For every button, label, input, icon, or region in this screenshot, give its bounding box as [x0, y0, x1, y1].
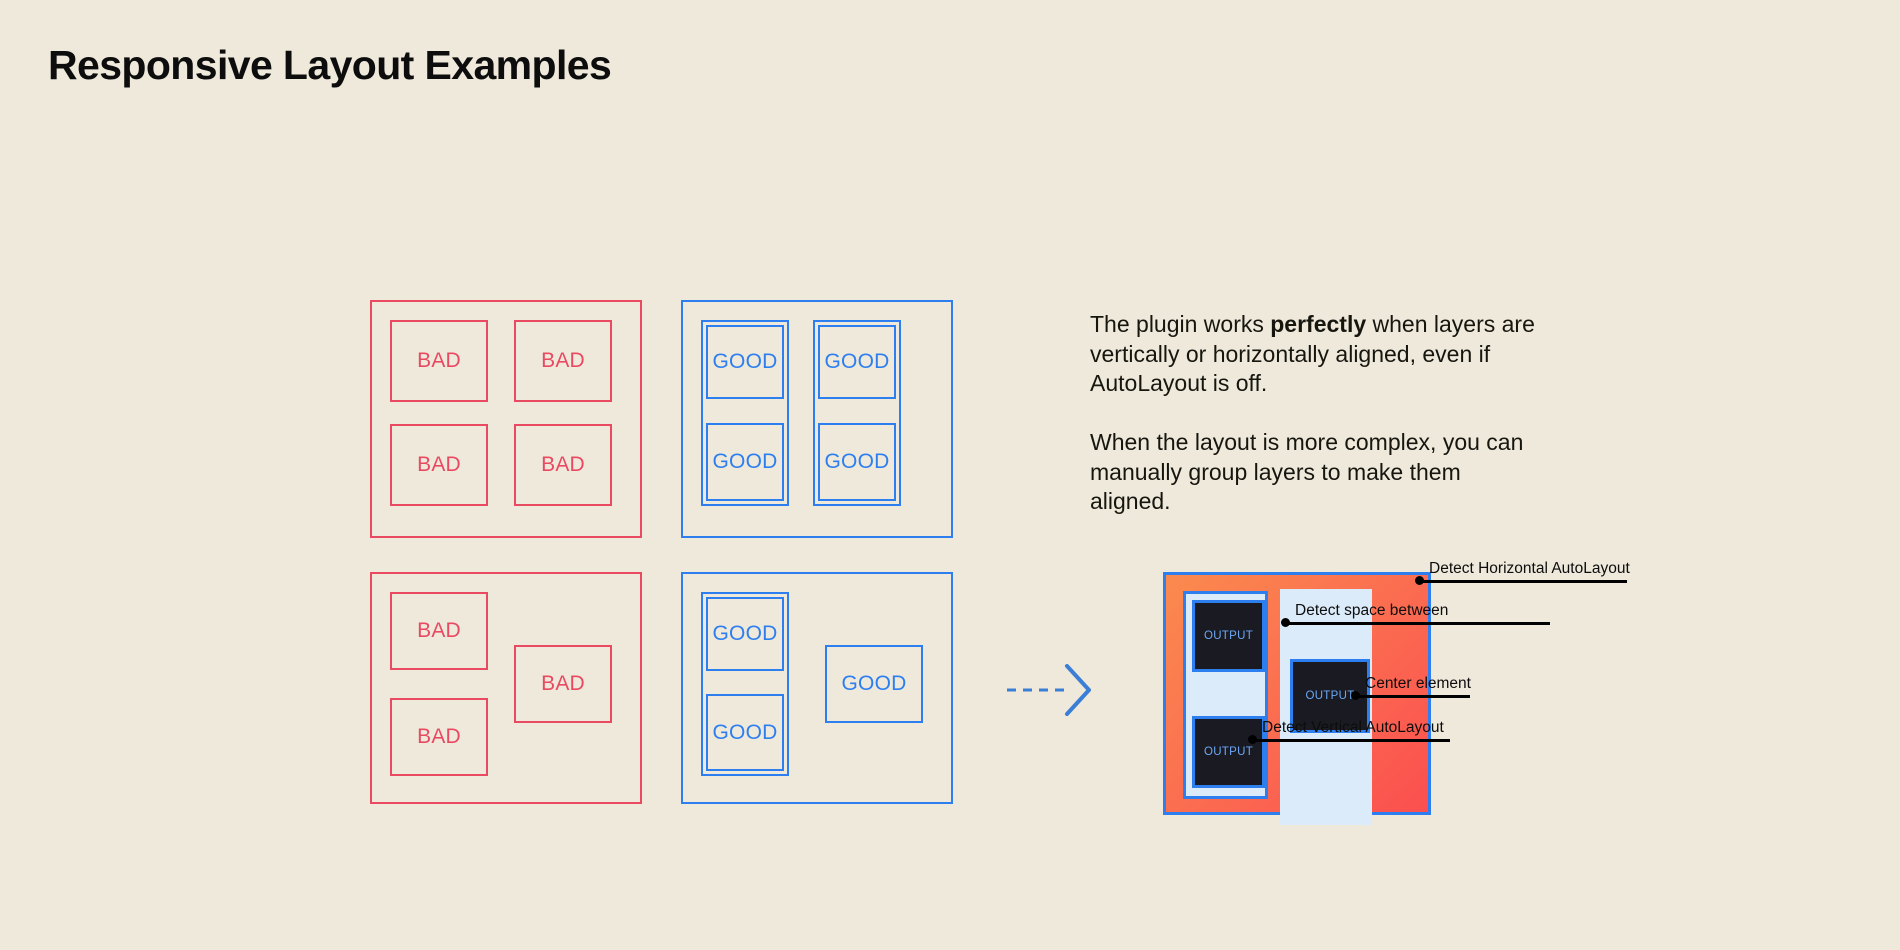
output-box: OUTPUT: [1192, 600, 1265, 672]
layer-group-wrapper: GOOD GOOD: [701, 320, 789, 506]
annotation-label: Detect space between: [1295, 602, 1449, 619]
annotation-anchor-dot: [1281, 618, 1290, 627]
cell-label: GOOD: [712, 450, 778, 473]
plugin-result-diagram: OUTPUT OUTPUT OUTPUT: [1163, 572, 1431, 825]
example-cell: GOOD: [818, 423, 896, 501]
annotation-label: Center element: [1365, 675, 1471, 692]
example-panel-bad-grid: BAD BAD BAD BAD: [370, 300, 642, 538]
output-label: OUTPUT: [1203, 746, 1254, 758]
diagram-right-column: OUTPUT: [1280, 589, 1372, 825]
example-cell: GOOD: [706, 325, 784, 399]
example-cell: GOOD: [706, 423, 784, 501]
diagram-left-group: OUTPUT OUTPUT: [1183, 591, 1268, 799]
page-title: Responsive Layout Examples: [48, 42, 612, 88]
output-label: OUTPUT: [1305, 690, 1355, 702]
example-panel-bad-complex: BAD BAD BAD: [370, 572, 642, 804]
cell-label: GOOD: [712, 350, 778, 373]
example-panel-good-grid: GOOD GOOD GOOD GOOD: [681, 300, 953, 538]
cell-label: GOOD: [712, 622, 778, 645]
paragraph-1-part-1: The plugin works: [1090, 311, 1271, 337]
annotation-anchor-dot: [1351, 691, 1360, 700]
cell-label: BAD: [417, 349, 461, 372]
cell-label: GOOD: [841, 672, 907, 695]
output-label: OUTPUT: [1203, 630, 1254, 642]
example-cell: BAD: [390, 320, 488, 402]
example-cell: BAD: [514, 320, 612, 402]
cell-label: BAD: [541, 349, 585, 372]
paragraph-1-emphasis: perfectly: [1270, 311, 1367, 337]
layer-group-wrapper: GOOD GOOD: [813, 320, 901, 506]
cell-label: GOOD: [712, 720, 778, 744]
example-cell: BAD: [390, 424, 488, 506]
annotation-anchor-dot: [1248, 735, 1257, 744]
paragraph-1-part-2: when layers are vertically or horizontal…: [1090, 311, 1535, 396]
annotation-label: Detect Horizontal AutoLayout: [1429, 560, 1630, 577]
annotation-label: Detect Vertical AutoLayout: [1262, 719, 1444, 736]
explanation-text: The plugin works perfectly when layers a…: [1090, 310, 1545, 517]
example-cell: BAD: [514, 424, 612, 506]
annotation-leader-line: [1355, 695, 1470, 698]
annotation-leader-line: [1285, 622, 1550, 625]
cell-label: GOOD: [824, 450, 890, 473]
paragraph-2: When the layout is more complex, you can…: [1090, 429, 1524, 514]
example-cell: GOOD: [825, 645, 923, 723]
output-box: OUTPUT: [1192, 716, 1265, 788]
cell-label: BAD: [417, 453, 461, 476]
annotation-anchor-dot: [1415, 576, 1424, 585]
cell-label: BAD: [541, 672, 585, 695]
annotation-leader-line: [1419, 580, 1627, 583]
example-cell: BAD: [514, 645, 612, 723]
dashed-arrow-right-icon: [1005, 660, 1095, 720]
annotation-leader-line: [1252, 739, 1450, 742]
cell-label: BAD: [417, 619, 461, 642]
cell-label: BAD: [417, 725, 461, 748]
example-cell: BAD: [390, 592, 488, 670]
cell-label: BAD: [541, 453, 585, 476]
layer-group-wrapper: GOOD GOOD: [701, 592, 789, 776]
cell-label: GOOD: [824, 350, 890, 373]
example-cell: GOOD: [818, 325, 896, 399]
example-cell: BAD: [390, 698, 488, 776]
paragraph-1: The plugin works perfectly when layers a…: [1090, 310, 1545, 399]
example-panel-good-complex: GOOD GOOD GOOD: [681, 572, 953, 804]
example-cell: GOOD: [706, 694, 784, 771]
example-cell: GOOD: [706, 597, 784, 671]
